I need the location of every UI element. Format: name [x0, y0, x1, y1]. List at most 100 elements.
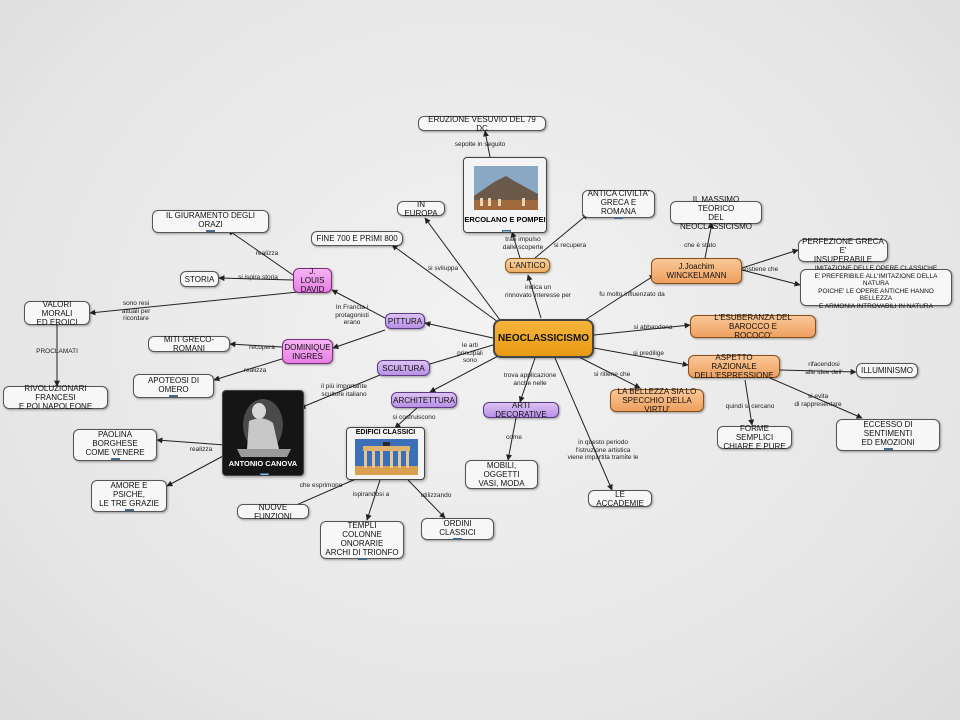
edge-aspetto-forme — [744, 379, 755, 426]
link-fu-molto: fu molto influenzato da — [599, 291, 665, 298]
node-label: IMITAZIONE DELLE OPERE CLASSICHE E' PREF… — [814, 265, 938, 310]
canova-sculpture-picture — [237, 399, 291, 457]
node-storia[interactable]: STORIA — [180, 271, 219, 287]
node-label: IL GIURAMENTO DEGLI ORAZI — [166, 211, 255, 229]
link-si-predilige: si predilige — [632, 350, 665, 357]
link-proclamati: PROCLAMATI — [36, 348, 78, 355]
node-label: ANTONIO CANOVA — [228, 459, 298, 468]
edge-pittura-ingres — [332, 329, 386, 350]
node-mobili[interactable]: MOBILI, OGGETTI VASI, MODA — [465, 460, 538, 489]
node-eccesso[interactable]: ECCESSO DI SENTIMENTI ED EMOZIONI — [836, 419, 940, 451]
node-louis-david[interactable]: J. LOUIS DAVID — [293, 267, 332, 294]
node-label: PITTURA — [387, 316, 423, 326]
picture-icon — [124, 509, 134, 511]
node-winckelmann[interactable]: J.Joachim WINCKELMANN — [651, 258, 742, 284]
node-fine-700[interactable]: FINE 700 E PRIMI 800 — [311, 231, 403, 246]
link-trae: trae impulso dalle scoperte — [502, 236, 544, 251]
edge-canova-paolina — [156, 437, 226, 446]
node-eruzione-vesuvio[interactable]: ERUZIONE VESUVIO DEL 79 DC — [418, 115, 546, 133]
node-label: J. LOUIS DAVID — [300, 267, 325, 294]
node-amore-psiche[interactable]: AMORE E PSICHE, LE TRE GRAZIE — [91, 480, 167, 512]
node-lantico[interactable]: L'ANTICO — [505, 258, 550, 273]
node-antica-civilta[interactable]: ANTICA CIVILTA' GRECA E ROMANA — [582, 189, 655, 219]
edge-main-pittura — [424, 321, 494, 339]
node-label: RIVOLUZIONARI FRANCESI E POI NAPOLEONE — [18, 384, 93, 411]
node-label: IN EUROPA — [404, 199, 438, 218]
node-label: SCULTURA — [382, 363, 425, 373]
link-realizza-ingres: realizza — [243, 367, 267, 374]
node-label: TEMPLI COLONNE ONORARIE ARCHI DI TRIONFO — [325, 520, 399, 557]
node-ordini-classici[interactable]: ORDINI CLASSICI — [421, 518, 494, 540]
node-label: FINE 700 E PRIMI 800 — [316, 234, 398, 243]
edge-lantico-ercolano — [510, 231, 521, 259]
node-label: AMORE E PSICHE, LE TRE GRAZIE — [99, 481, 159, 508]
node-label: VALORI MORALI ED EROICI — [36, 299, 78, 327]
picture-icon — [453, 537, 462, 540]
link-si-ritiene: si ritiene che — [593, 371, 631, 378]
node-antonio-canova[interactable]: ANTONIO CANOVA — [222, 390, 304, 476]
link-indica: indica un rinnovato interesse per — [504, 284, 572, 299]
edge-david-giuramento — [227, 229, 294, 276]
node-miti-greco-romani[interactable]: MITI GRECO-ROMANI — [148, 335, 230, 353]
link-si-evita: si evita di rappresentare — [794, 393, 842, 408]
node-label: PERFEZIONE GRECA E' INSUPERABILE — [802, 237, 884, 264]
node-paolina-borghese[interactable]: PAOLINA BORGHESE COME VENERE — [73, 429, 157, 461]
link-sepolte: sepolte in seguito — [454, 141, 506, 148]
node-esuberanza[interactable]: L'ESUBERANZA DEL BAROCCO E ROCOCO' — [690, 313, 816, 340]
node-forme-semplici[interactable]: FORME SEMPLICI CHIARE E PURE — [717, 424, 792, 451]
node-accademie[interactable]: LE ACCADEMIE — [588, 490, 652, 508]
node-label: ECCESSO DI SENTIMENTI ED EMOZIONI — [861, 420, 915, 447]
edge-aspetto-illuminismo — [779, 368, 857, 375]
central-node-label: NEOCLASSICISMO — [497, 333, 590, 344]
link-si-abbandona: si abbandona — [633, 324, 673, 331]
edge-arti-dec-mobili — [506, 417, 517, 461]
node-ercolano-pompei[interactable]: ERCOLANO E POMPEI — [463, 157, 547, 233]
picture-icon — [614, 217, 623, 219]
link-utilizzando: utilizzando — [420, 492, 452, 499]
node-nuove-funzioni[interactable]: NUOVE FUNZIONI — [237, 503, 309, 521]
node-massimo-teorico[interactable]: IL MASSIMO TEORICO DEL NEOCLASSICISMO — [670, 195, 762, 231]
node-dominique-ingres[interactable]: DOMINIQUE INGRES — [282, 339, 333, 364]
node-perfezione[interactable]: PERFEZIONE GRECA E' INSUPERABILE — [798, 237, 888, 264]
node-illuminismo[interactable]: ILLUMINISMO — [856, 363, 918, 378]
central-node-neoclassicismo[interactable]: NEOCLASSICISMO — [493, 319, 594, 358]
brandenburg-gate-picture — [355, 439, 418, 475]
node-pittura[interactable]: PITTURA — [385, 313, 425, 329]
node-arti-decorative[interactable]: ARTI DECORATIVE — [483, 401, 559, 419]
node-in-europa[interactable]: IN EUROPA — [397, 199, 445, 218]
link-si-sviluppa: si sviluppa — [427, 265, 459, 272]
node-imitazione[interactable]: IMITAZIONE DELLE OPERE CLASSICHE E' PREF… — [800, 265, 952, 310]
edge-ercolano-eruzione — [483, 130, 491, 158]
node-label: ASPETTO RAZIONALE DELL'ESPRESSIONE — [694, 353, 774, 380]
edge-canova-amore — [166, 454, 226, 487]
node-templi[interactable]: TEMPLI COLONNE ONORARIE ARCHI DI TRIONFO — [320, 520, 404, 560]
node-label: LA BELLEZZA SIA LO SPECCHIO DELLA VIRTU' — [617, 387, 697, 414]
node-label: ORDINI CLASSICI — [439, 518, 476, 537]
node-architettura[interactable]: ARCHITETTURA — [391, 392, 457, 408]
edge-main-esuberanza — [593, 322, 691, 336]
node-edifici-classici[interactable]: EDIFICI CLASSICI — [346, 427, 425, 480]
node-valori-morali[interactable]: VALORI MORALI ED EROICI — [24, 299, 90, 327]
node-scultura[interactable]: SCULTURA — [377, 360, 430, 376]
edge-pittura-david — [331, 289, 386, 319]
edge-ingres-apoteosi — [213, 357, 286, 382]
node-label: STORIA — [184, 274, 215, 284]
edge-main-fine700 — [391, 244, 499, 323]
link-il-piu: il più importante scultore italiano — [321, 383, 367, 398]
node-rivoluzionari[interactable]: RIVOLUZIONARI FRANCESI E POI NAPOLEONE — [3, 384, 108, 411]
edge-david-storia — [218, 275, 294, 282]
node-label: ARCHITETTURA — [393, 395, 455, 405]
edge-main-aspetto — [593, 347, 689, 367]
edge-architettura-edifici — [394, 406, 419, 429]
node-apoteosi-omero[interactable]: APOTEOSI DI OMERO — [133, 374, 214, 398]
node-bellezza[interactable]: LA BELLEZZA SIA LO SPECCHIO DELLA VIRTU' — [610, 387, 704, 414]
vesuvio-picture — [474, 166, 538, 210]
node-label: APOTEOSI DI OMERO — [147, 375, 200, 394]
edge-winckelmann-imitazione — [741, 269, 801, 287]
node-aspetto-razionale[interactable]: ASPETTO RAZIONALE DELL'ESPRESSIONE — [688, 353, 780, 380]
picture-icon — [169, 394, 178, 397]
link-si-costruiscono: si costruiscono — [392, 414, 436, 421]
node-label: ILLUMINISMO — [860, 366, 913, 375]
node-label: EDIFICI CLASSICI — [355, 429, 416, 436]
node-giuramento-orazi[interactable]: IL GIURAMENTO DEGLI ORAZI — [152, 210, 269, 233]
